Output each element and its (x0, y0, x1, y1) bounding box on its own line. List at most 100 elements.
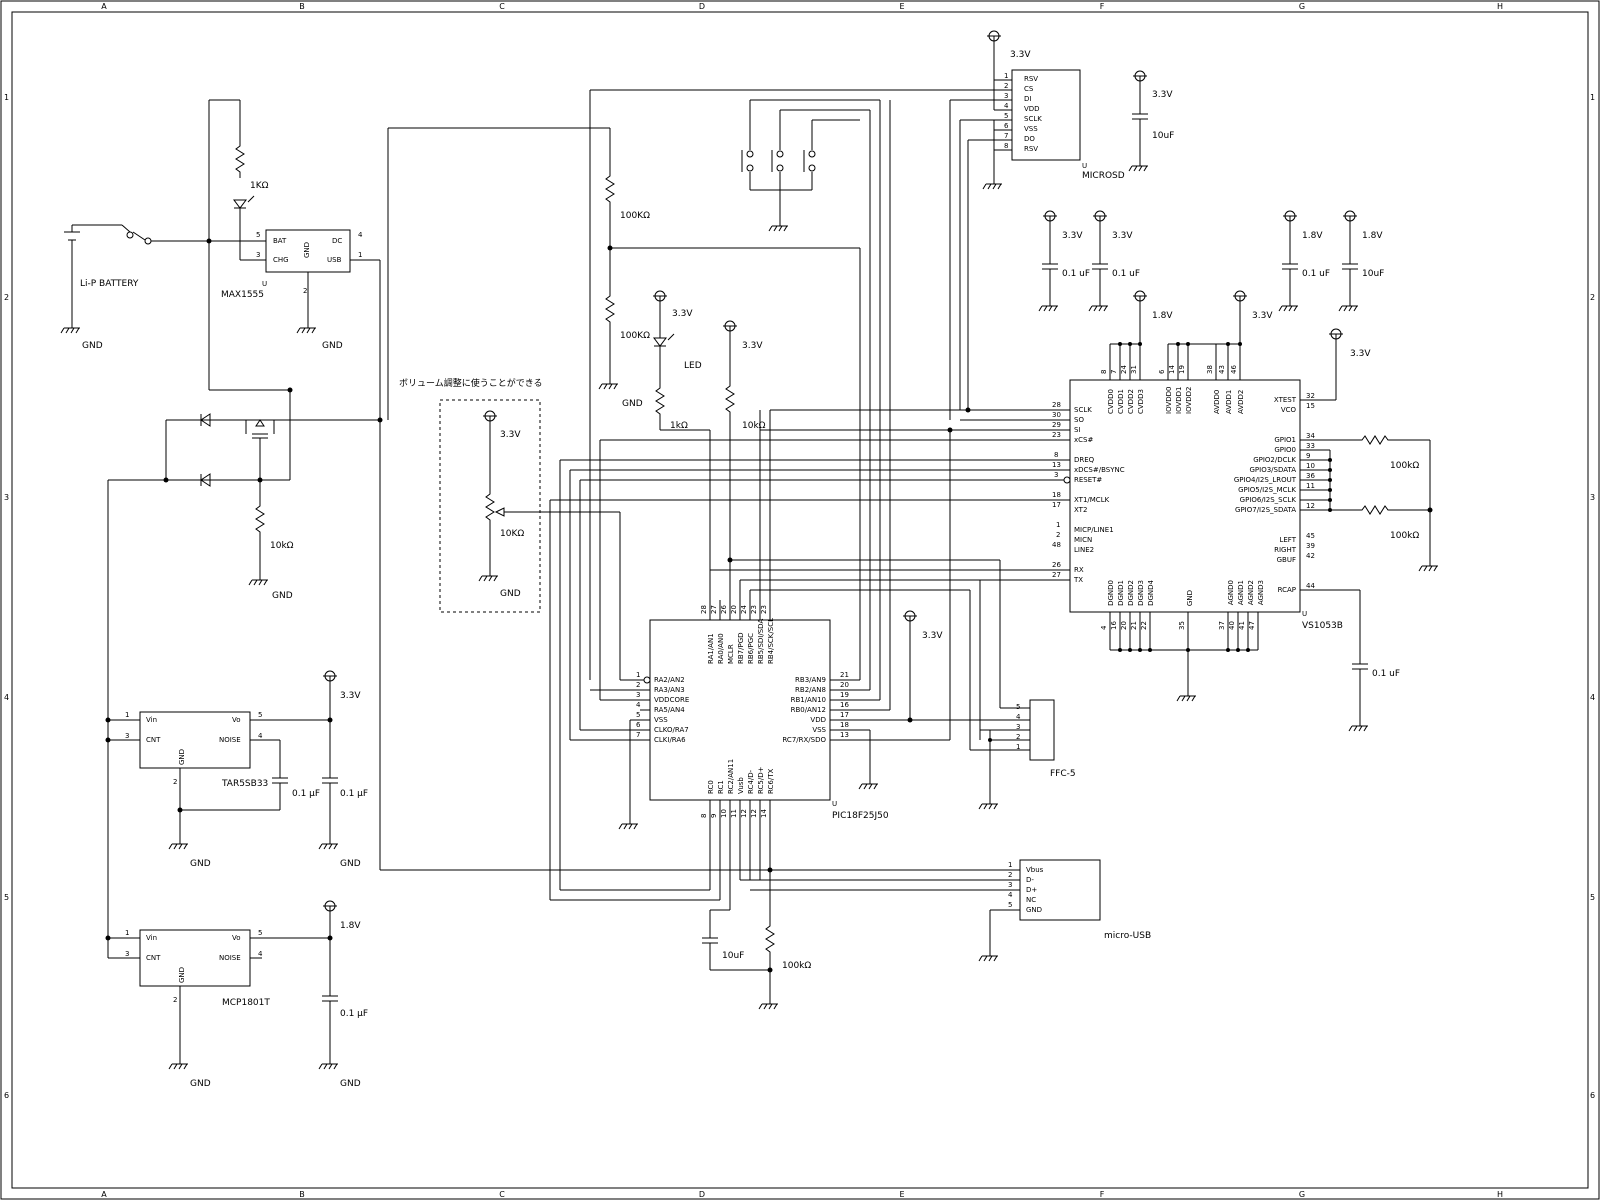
col-label: E (899, 2, 904, 11)
svg-text:DI: DI (1024, 95, 1031, 103)
row-label: 1 (4, 93, 9, 102)
svg-text:RCAP: RCAP (1278, 586, 1296, 594)
svg-text:Vin: Vin (146, 934, 157, 942)
svg-text:LEFT: LEFT (1279, 536, 1296, 544)
svg-text:22: 22 (1140, 621, 1148, 630)
volume-note: ボリューム調整に使うことができる (399, 377, 543, 389)
svg-text:47: 47 (1248, 621, 1256, 630)
led-label: LED (684, 361, 702, 371)
svg-text:GND: GND (178, 749, 186, 765)
vs1053b-section: 1.8V 3.3V 8 7 24 31 6 14 19 38 43 46 CVD… (560, 290, 1439, 750)
svg-text:Vbus: Vbus (1026, 866, 1044, 874)
svg-text:RB4/SCK/SCL: RB4/SCK/SCL (767, 618, 775, 664)
gnd-label: GND (322, 341, 343, 351)
svg-text:17: 17 (840, 711, 849, 719)
svg-text:IOVDD2: IOVDD2 (1185, 387, 1193, 414)
svg-text:3: 3 (636, 691, 640, 699)
vs1053b-chip (1069, 379, 1301, 613)
row-label: 5 (1590, 893, 1595, 902)
svg-text:2: 2 (1008, 871, 1012, 879)
svg-text:0.1 uF: 0.1 uF (1302, 269, 1330, 279)
svg-text:DGND4: DGND4 (1147, 579, 1155, 605)
svg-text:CLKI/RA6: CLKI/RA6 (654, 736, 686, 744)
svg-text:2: 2 (173, 778, 177, 786)
svg-text:DGND1: DGND1 (1117, 580, 1125, 606)
svg-text:RESET#: RESET# (1074, 476, 1102, 484)
svg-text:5: 5 (1016, 703, 1020, 711)
row-label: 4 (1590, 693, 1595, 702)
svg-text:CNT: CNT (146, 954, 161, 962)
svg-text:3: 3 (1016, 723, 1020, 731)
svg-text:IOVDD1: IOVDD1 (1175, 387, 1183, 414)
svg-text:xDCS#/BSYNC: xDCS#/BSYNC (1074, 466, 1125, 474)
svg-text:8: 8 (1054, 451, 1058, 459)
svg-text:0.1 uF: 0.1 uF (1112, 269, 1140, 279)
svg-text:SO: SO (1074, 416, 1084, 424)
svg-text:GND: GND (622, 399, 643, 409)
svg-text:15: 15 (1306, 402, 1315, 410)
mcp1801t-section: Vin CNT Vo NOISE GND 1 3 5 4 2 MCP1801T … (105, 900, 368, 1089)
col-label: A (101, 1190, 107, 1199)
col-label: H (1497, 2, 1503, 11)
svg-text:8: 8 (1100, 370, 1108, 374)
svg-text:CLKO/RA7: CLKO/RA7 (654, 726, 689, 734)
svg-text:MICN: MICN (1074, 536, 1092, 544)
svg-text:18: 18 (840, 721, 849, 729)
svg-text:CNT: CNT (146, 736, 161, 744)
svg-text:VDD: VDD (1024, 105, 1040, 113)
r10k-label: 10kΩ (270, 541, 294, 551)
svg-text:1.8V: 1.8V (1152, 311, 1173, 321)
svg-text:30: 30 (1052, 411, 1061, 419)
svg-text:27: 27 (1052, 571, 1061, 579)
usb-r: 100kΩ (782, 961, 811, 971)
svg-text:5: 5 (258, 711, 262, 719)
svg-text:IOVDD0: IOVDD0 (1165, 387, 1173, 414)
svg-text:3.3V: 3.3V (500, 430, 521, 440)
svg-text:3.3V: 3.3V (922, 631, 943, 641)
svg-text:CVDD0: CVDD0 (1107, 389, 1115, 414)
svg-text:Vin: Vin (146, 716, 157, 724)
svg-text:7: 7 (1110, 370, 1118, 374)
row-label: 2 (1590, 293, 1595, 302)
svg-text:RB1/AN10: RB1/AN10 (791, 696, 826, 704)
svg-text:23: 23 (1052, 431, 1061, 439)
svg-text:CS: CS (1024, 85, 1034, 93)
svg-text:DGND0: DGND0 (1107, 580, 1115, 606)
svg-text:16: 16 (840, 701, 849, 709)
svg-text:AGND1: AGND1 (1237, 580, 1245, 605)
svg-text:GPIO4/I2S_LROUT: GPIO4/I2S_LROUT (1234, 476, 1297, 484)
row-label: 3 (1590, 493, 1595, 502)
svg-text:32: 32 (1306, 392, 1315, 400)
svg-text:4: 4 (1100, 625, 1108, 630)
svg-text:GND: GND (190, 859, 211, 869)
svg-text:LINE2: LINE2 (1074, 546, 1094, 554)
svg-text:3: 3 (125, 732, 129, 740)
ffc-name: FFC-5 (1050, 769, 1076, 779)
svg-text:GND: GND (178, 967, 186, 983)
svg-text:AGND0: AGND0 (1227, 580, 1235, 605)
svg-text:24: 24 (740, 605, 748, 614)
gpio-r1: 100kΩ (1390, 461, 1419, 471)
svg-text:RA2/AN2: RA2/AN2 (654, 676, 685, 684)
svg-text:37: 37 (1218, 621, 1226, 630)
svg-text:4: 4 (358, 231, 363, 239)
svg-text:XTEST: XTEST (1274, 396, 1297, 404)
svg-text:MICP/LINE1: MICP/LINE1 (1074, 526, 1114, 534)
svg-text:3.3V: 3.3V (672, 309, 693, 319)
svg-text:RSV: RSV (1024, 75, 1038, 83)
decoupling-caps: 3.3V 0.1 uF 3.3V 0.1 uF 1.8V 0.1 uF 1.8V… (1038, 210, 1384, 312)
svg-text:xCS#: xCS# (1074, 436, 1093, 444)
svg-text:4: 4 (1004, 102, 1009, 110)
svg-text:0.1 uF: 0.1 uF (1062, 269, 1090, 279)
max1555-chip (265, 229, 351, 273)
svg-text:14: 14 (1168, 365, 1176, 374)
svg-text:34: 34 (1306, 432, 1315, 440)
pin-bat: BAT (273, 237, 287, 245)
row-label: 6 (4, 1091, 9, 1100)
gpio-r2: 100kΩ (1390, 531, 1419, 541)
svg-text:16: 16 (1110, 621, 1118, 630)
svg-text:GBUF: GBUF (1277, 556, 1296, 564)
svg-text:3.3V: 3.3V (1252, 311, 1273, 321)
svg-text:Vo: Vo (232, 934, 241, 942)
col-label: H (1497, 1190, 1503, 1199)
